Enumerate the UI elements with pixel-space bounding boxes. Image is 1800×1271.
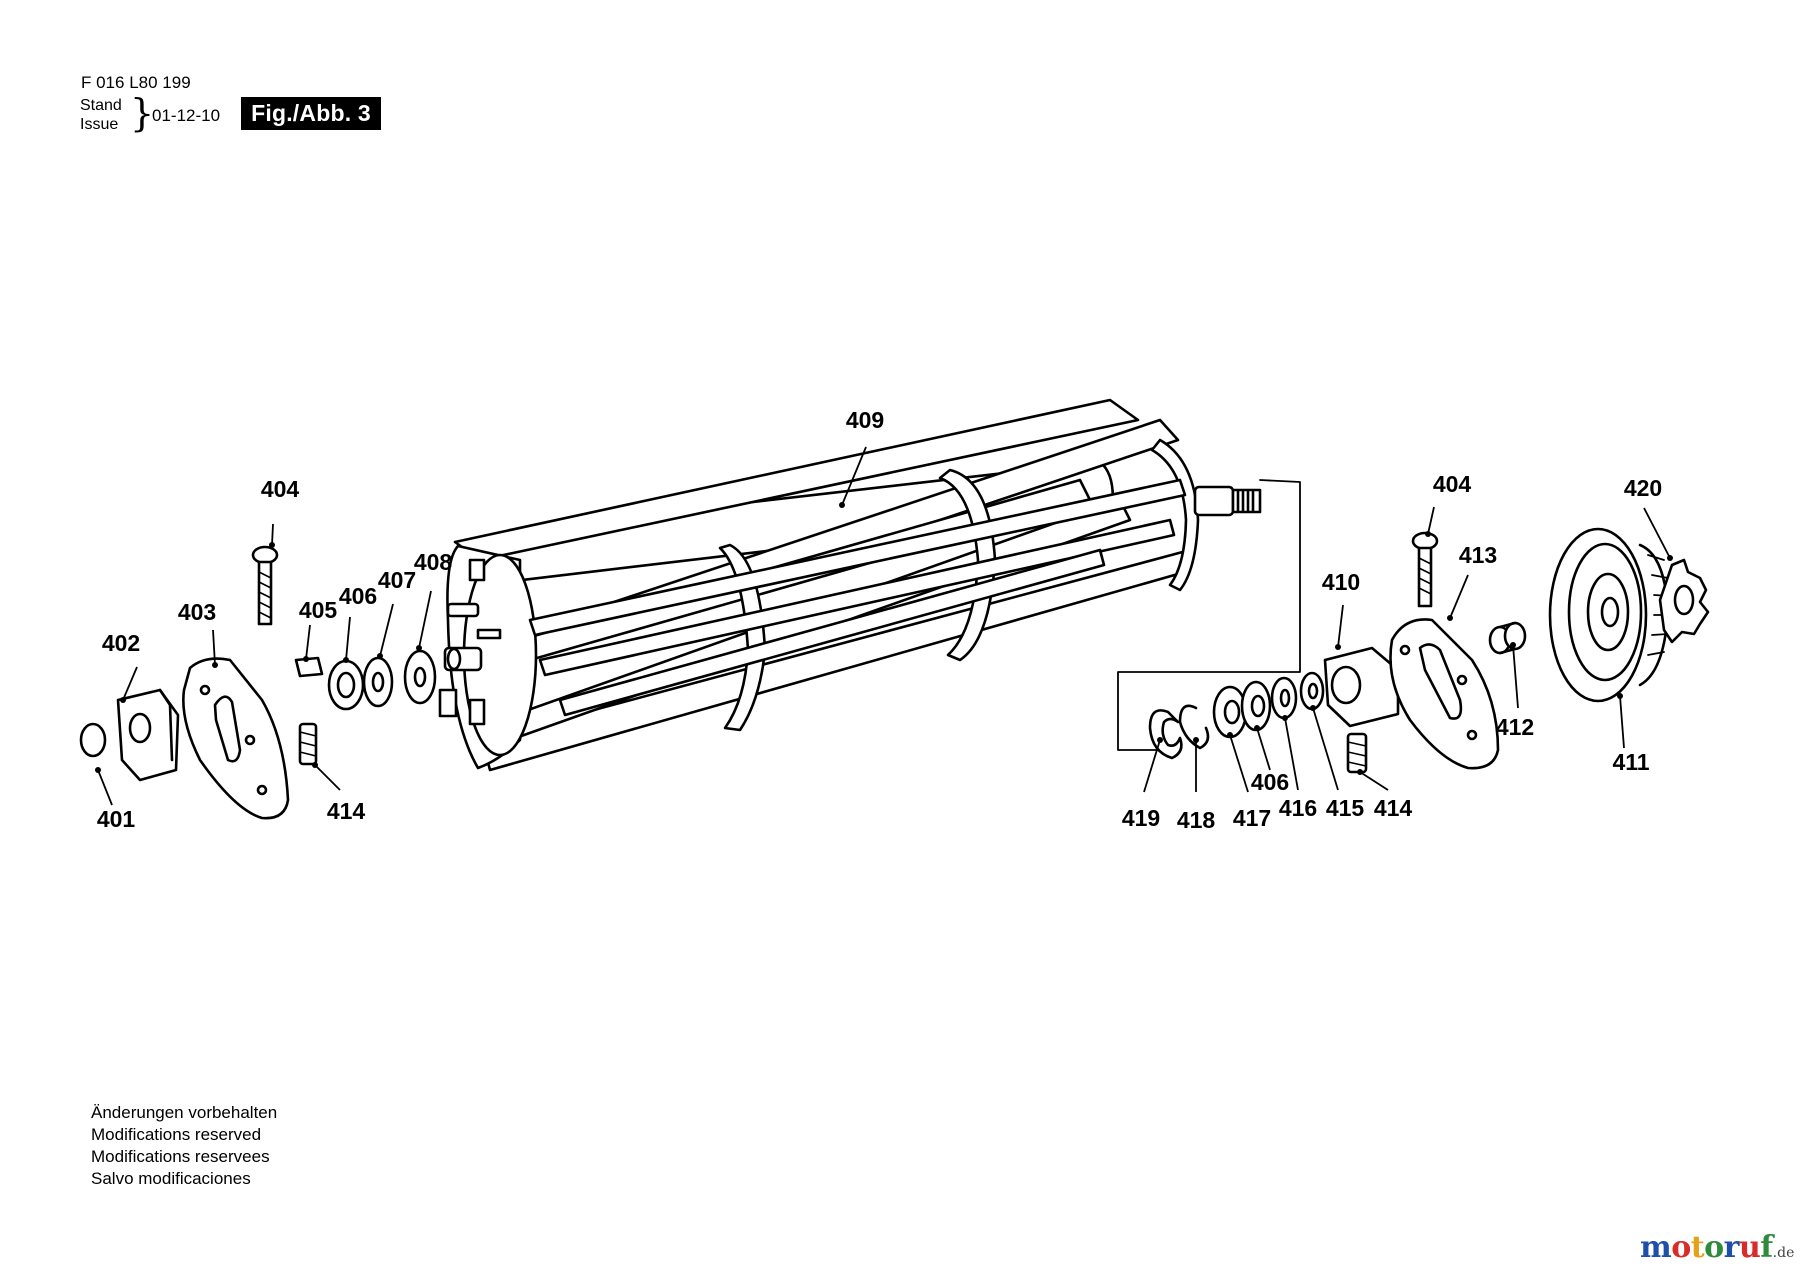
issue-date: 01-12-10 <box>152 106 221 125</box>
shaft-left <box>443 646 483 672</box>
washer-416 <box>1270 676 1298 720</box>
key-405 <box>294 656 324 678</box>
part-label-418: 418 <box>1177 807 1216 833</box>
stand-label: Stand <box>80 97 122 114</box>
part-label-415: 415 <box>1326 795 1365 821</box>
cap-401 <box>79 722 107 758</box>
part-label-407: 407 <box>378 567 416 593</box>
pulley-411 <box>1548 527 1671 703</box>
motoruf-logo: motoruf.de <box>1640 1230 1794 1265</box>
issue-label: Issue <box>80 116 119 133</box>
part-label-403: 403 <box>178 599 216 625</box>
part-label-406b: 406 <box>1251 769 1289 795</box>
part-label-402: 402 <box>102 630 140 656</box>
part-label-404b: 404 <box>1433 471 1472 497</box>
sprocket-420 <box>1658 558 1710 644</box>
bushing-412 <box>1488 621 1527 655</box>
side-plate-403 <box>182 657 290 820</box>
washer-415 <box>1299 671 1325 711</box>
part-label-409: 409 <box>846 407 884 433</box>
note-line: Modifications reserved <box>91 1125 262 1144</box>
bearing-housing-402 <box>116 688 180 782</box>
part-label-404a: 404 <box>261 476 300 502</box>
spring-414-right <box>1346 732 1368 774</box>
bearing-406-right <box>1240 680 1272 732</box>
logo-suffix: .de <box>1772 1245 1795 1261</box>
bearing-housing-410 <box>1323 646 1400 728</box>
part-label-416: 416 <box>1279 795 1317 821</box>
bearing-406-left <box>327 659 365 711</box>
part-label-417: 417 <box>1233 805 1271 831</box>
note-line: Änderungen vorbehalten <box>91 1103 278 1122</box>
spring-414-left <box>298 722 318 766</box>
document-number: F 016 L80 199 <box>81 73 191 92</box>
part-label-412: 412 <box>1496 714 1534 740</box>
part-label-411: 411 <box>1612 749 1649 775</box>
figure-label: Fig./Abb. 3 <box>241 97 381 130</box>
part-label-406a: 406 <box>339 583 377 609</box>
note-line: Modifications reservees <box>91 1147 270 1166</box>
part-label-413: 413 <box>1459 542 1497 568</box>
clip-418 <box>1178 704 1210 750</box>
washer-407 <box>362 656 394 708</box>
footer-notes: Änderungen vorbehalten Modifications res… <box>91 1102 277 1190</box>
part-label-414b: 414 <box>1374 795 1413 821</box>
side-plate-413 <box>1389 618 1500 770</box>
part-label-414a: 414 <box>327 798 366 824</box>
part-label-405: 405 <box>299 597 338 623</box>
part-label-410: 410 <box>1322 569 1360 595</box>
screw-404-left <box>251 545 279 626</box>
part-label-401: 401 <box>97 806 136 832</box>
washer-408 <box>403 649 437 705</box>
brace-icon: } <box>130 91 155 135</box>
part-label-420: 420 <box>1624 475 1662 501</box>
screw-404-right <box>1411 531 1439 608</box>
part-label-419: 419 <box>1122 805 1160 831</box>
note-line: Salvo modificaciones <box>91 1169 251 1188</box>
reel-cylinder <box>438 398 1301 772</box>
logo-main: motoruf <box>1640 1230 1773 1265</box>
part-label-408: 408 <box>414 549 453 575</box>
